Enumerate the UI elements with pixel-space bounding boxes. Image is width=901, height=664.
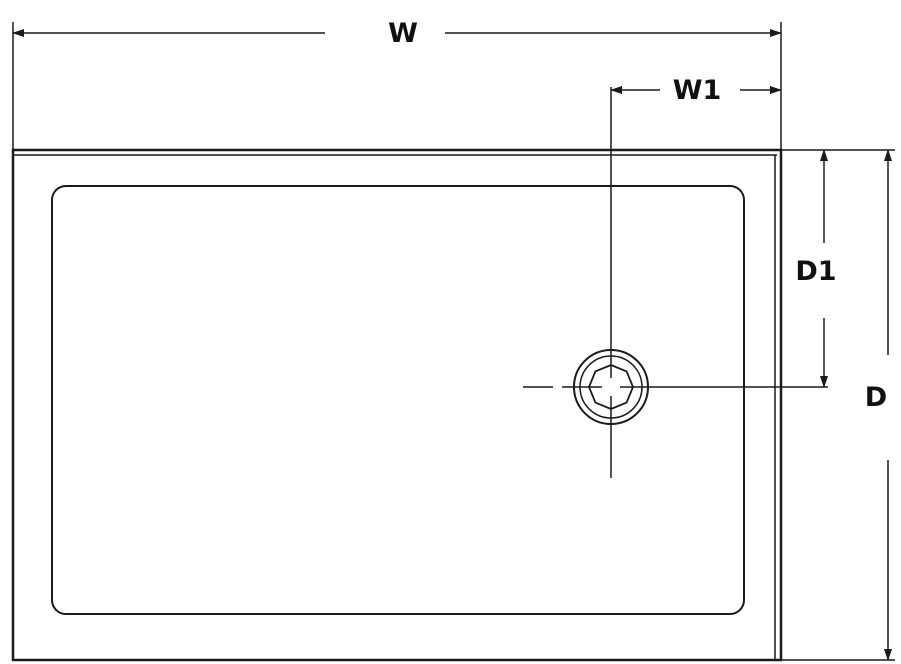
extension-lines [12,22,895,661]
dimension-label-w: W [388,18,418,49]
outlet-centre-lines [523,87,828,478]
dimension-d: D [865,149,892,661]
dimension-label-d1: D1 [795,256,836,287]
dimension-w1: W1 [610,75,782,106]
dimension-w: W [12,18,782,49]
dimension-d1: D1 [795,149,837,388]
tray-outline [11,148,783,662]
tray-basin [51,185,745,615]
dimension-label-w1: W1 [673,75,722,106]
dimension-label-d: D [865,382,887,413]
